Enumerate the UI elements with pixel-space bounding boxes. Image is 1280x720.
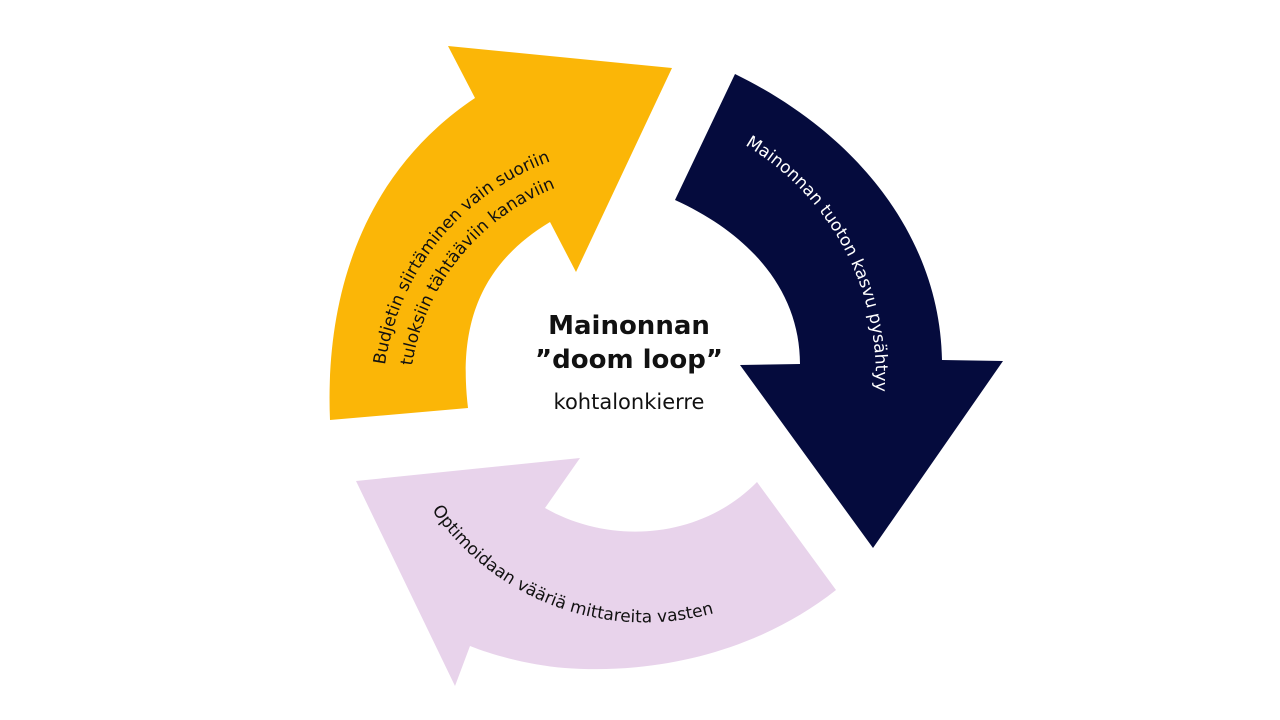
growth-arrow <box>675 74 1003 548</box>
metrics-arrow <box>356 458 836 686</box>
center-subtitle: kohtalonkierre <box>554 390 705 414</box>
center-title-line-2: ”doom loop” <box>535 345 723 375</box>
budget-arrow <box>329 46 672 420</box>
center-title-line-1: Mainonnan <box>548 311 710 341</box>
